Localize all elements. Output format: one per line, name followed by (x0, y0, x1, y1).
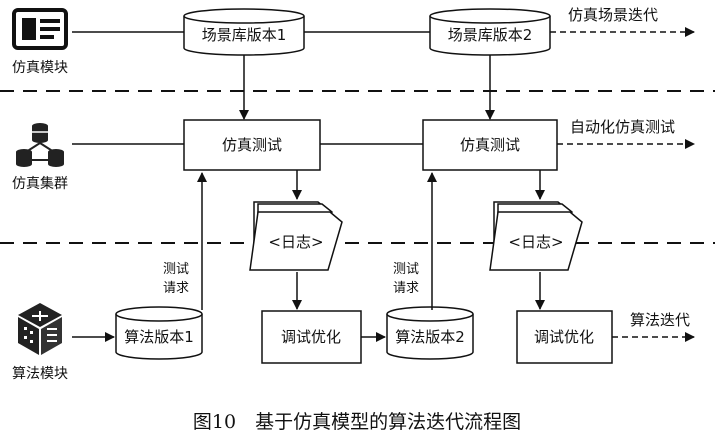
sim-module-label: 仿真模块 (12, 60, 68, 76)
algo-version-2-label: 算法版本2 (395, 328, 465, 346)
cluster-icon (16, 123, 64, 167)
test-request-1-line-2: 请求 (163, 281, 189, 296)
figure-caption: 图10 基于仿真模型的算法迭代流程图 (193, 411, 521, 433)
log-2-label: <日志> (508, 233, 563, 251)
algo-version-2-cylinder: 算法版本2 (386, 306, 474, 360)
tune-1-box (261, 310, 362, 364)
scene-library-1-label: 场景库版本1 (202, 26, 287, 44)
scene-iteration-label: 仿真场景迭代 (568, 6, 658, 24)
test-request-2-line-2: 请求 (393, 281, 419, 296)
log-1-documents: <日志> (249, 201, 343, 271)
scene-library-1-cylinder: 场景库版本1 (183, 8, 305, 56)
test-request-2-line-1: 测试 (393, 262, 419, 277)
sim-test-1-label: 仿真测试 (222, 136, 282, 154)
algo-version-1-label: 算法版本1 (124, 328, 194, 346)
algo-version-1-cylinder: 算法版本1 (115, 306, 203, 360)
sim-test-2-label: 仿真测试 (460, 136, 520, 154)
test-request-1-line-1: 测试 (163, 262, 189, 277)
sim-test-2-box (422, 119, 558, 171)
sim-test-1-box (183, 119, 321, 171)
algo-iteration-label: 算法迭代 (630, 311, 690, 329)
log-2-documents: <日志> (489, 201, 583, 271)
monitor-icon (12, 8, 68, 50)
sim-cluster-label: 仿真集群 (12, 175, 68, 192)
log-1-label: <日志> (268, 233, 323, 251)
tune-1-label: 调试优化 (281, 328, 341, 346)
lane-separators (0, 90, 715, 244)
algo-module-label: 算法模块 (12, 366, 68, 382)
cube-icon (18, 303, 62, 355)
auto-sim-test-label: 自动化仿真测试 (570, 118, 675, 136)
tune-2-label: 调试优化 (534, 328, 594, 346)
scene-library-2-label: 场景库版本2 (448, 26, 533, 44)
scene-library-2-cylinder: 场景库版本2 (429, 8, 551, 56)
